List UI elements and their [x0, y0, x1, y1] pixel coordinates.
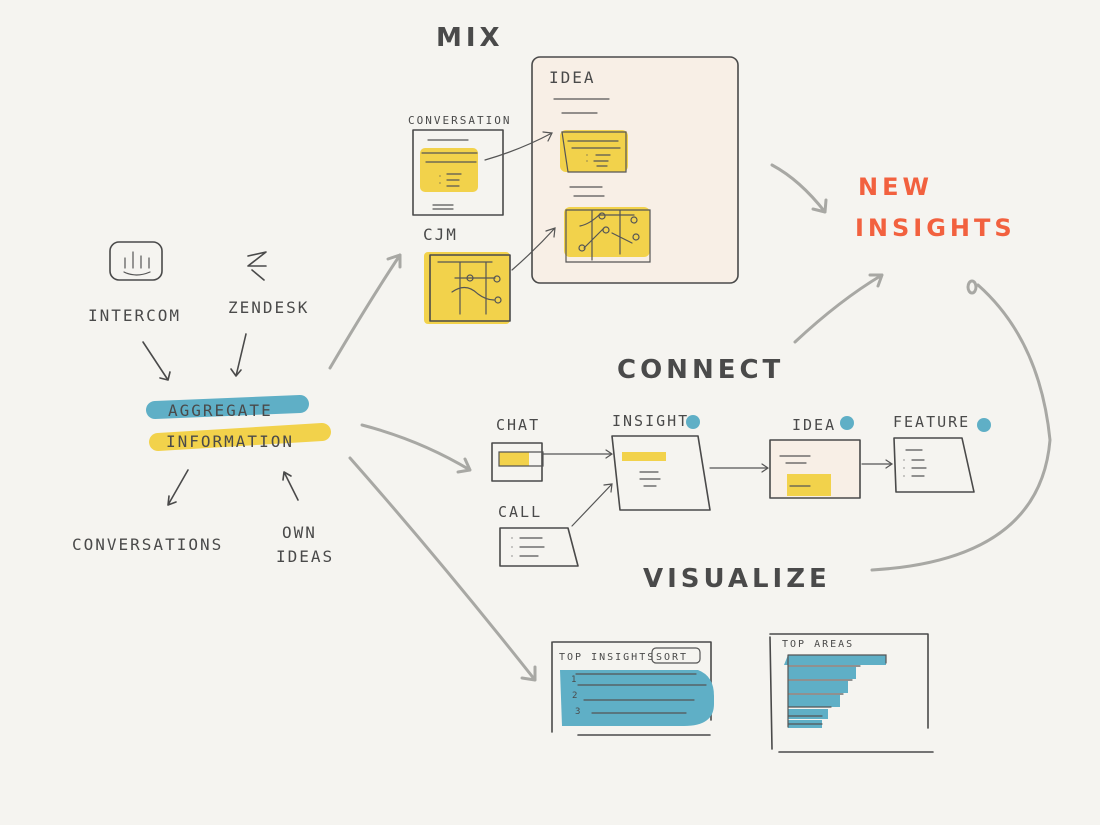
arrow-to-visualize	[348, 456, 537, 682]
information-label: INFORMATION	[166, 432, 294, 451]
call-label: CALL	[498, 503, 542, 521]
information-highlight	[149, 423, 331, 451]
conversation-card	[412, 129, 504, 216]
top-insights-label: TOP INSIGHTS	[559, 652, 655, 663]
idea-dot	[840, 416, 854, 430]
cjm-label: CJM	[423, 225, 458, 244]
feature-card	[893, 437, 975, 493]
arrow-cjm-to-idea	[511, 227, 556, 271]
insight-label: INSIGHT	[612, 412, 689, 430]
call-card	[499, 527, 579, 567]
top-areas-label: TOP AREAS	[782, 639, 854, 650]
arrow-conversation-to-idea	[484, 131, 553, 161]
chat-card	[491, 442, 544, 482]
insight-dot	[686, 415, 700, 429]
loop-end	[966, 279, 978, 295]
connect-idea-card	[769, 439, 861, 499]
arrow-conversations	[167, 469, 189, 506]
sort-label: SORT	[656, 652, 688, 663]
idea-board	[531, 56, 739, 284]
mix-title: MIX	[436, 23, 504, 53]
cjm-card	[424, 252, 511, 324]
intercom-icon	[109, 241, 163, 281]
arrow-connect-to-insights	[793, 273, 884, 344]
rank-2: 2	[572, 691, 579, 701]
rank-3: 3	[575, 707, 582, 717]
visualize-title: VISUALIZE	[643, 564, 831, 594]
ideas-label: IDEAS	[276, 547, 334, 566]
arrow-insight-to-idea	[709, 463, 770, 473]
feature-label: FEATURE	[893, 413, 970, 431]
arrow-intercom	[142, 341, 171, 381]
arrow-call-to-insight	[571, 483, 613, 527]
new-label: NEW	[858, 173, 933, 201]
conversation-label: CONVERSATION	[408, 114, 511, 127]
arrow-idea-to-feature	[861, 459, 894, 469]
sort-button[interactable]	[651, 647, 701, 664]
conversations-label: CONVERSATIONS	[72, 535, 223, 554]
connect-title: CONNECT	[617, 355, 784, 385]
top-areas-card	[769, 633, 934, 753]
arrow-zendesk	[230, 333, 247, 377]
arrow-own-ideas	[282, 471, 299, 501]
arrow-visualize-to-insights	[870, 283, 1052, 572]
connect-idea-label: IDEA	[792, 416, 836, 434]
insights-label: INSIGHTS	[855, 214, 1016, 242]
idea-label: IDEA	[549, 68, 596, 87]
feature-dot	[977, 418, 991, 432]
arrow-to-connect	[360, 423, 472, 474]
insight-card	[611, 435, 711, 511]
zendesk-label: ZENDESK	[228, 298, 309, 317]
top-insights-card	[551, 641, 714, 736]
intercom-label: INTERCOM	[88, 306, 181, 325]
arrow-mix-to-insights	[770, 163, 828, 214]
arrow-to-mix	[328, 253, 402, 370]
zendesk-icon	[247, 251, 267, 281]
aggregate-highlight	[146, 395, 309, 419]
own-label: OWN	[282, 523, 317, 542]
arrow-chat-to-insight	[541, 449, 614, 459]
rank-1: 1	[571, 675, 578, 685]
aggregate-label: AGGREGATE	[168, 401, 273, 420]
chat-label: CHAT	[496, 416, 540, 434]
